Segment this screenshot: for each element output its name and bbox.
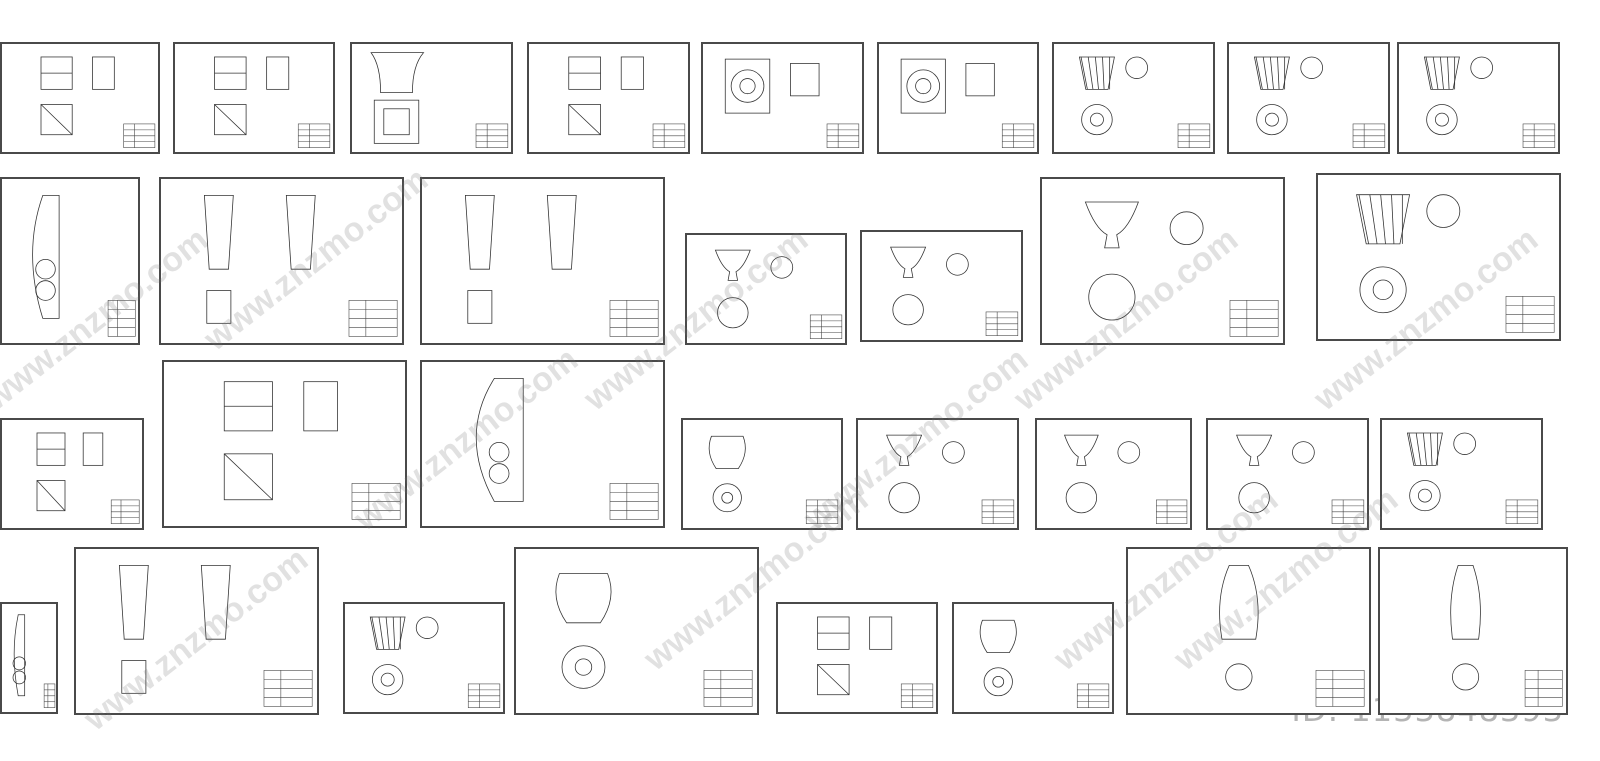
drawing-sheet [681,418,843,530]
sheet-rosette-drawing [900,58,1035,148]
drawing-sheet [1316,173,1561,341]
drawing-sheet [1380,418,1543,530]
drawing-sheet [0,418,144,530]
sheet-box-drawing [568,56,686,148]
sheet-urn-drawing [890,246,1019,336]
drawing-sheet [1397,42,1560,154]
drawing-sheet [420,360,665,528]
drawing-sheet [1126,547,1371,715]
drawing-sheet [856,418,1019,530]
sheet-basket-drawing [1356,194,1555,333]
sheet-taper-drawing [203,195,398,337]
sheet-profile-drawing [12,614,56,708]
drawing-sheet [343,602,505,714]
sheet-box-drawing [817,616,934,708]
drawing-sheet [74,547,319,715]
sheet-pot-drawing [979,619,1110,708]
drawing-sheet [860,230,1023,342]
sheet-flare-drawing [370,52,509,148]
sheet-box-drawing [214,56,331,148]
sheet-urn-drawing [1063,434,1188,524]
drawing-sheet [173,42,335,154]
sheet-basket-drawing [369,616,501,708]
sheet-urn-drawing [1084,201,1279,337]
drawing-sheet [1040,177,1285,345]
sheet-urn-drawing [714,249,843,339]
drawing-sheet [0,42,160,154]
drawing-sheet [0,177,140,345]
sheet-urn-drawing [1236,434,1365,524]
sheet-taper-drawing [464,195,659,337]
drawing-sheet [1052,42,1215,154]
drawing-sheet [420,177,665,345]
drawing-sheet [0,602,58,714]
sheet-taper-drawing [118,565,313,707]
sheet-pot-drawing [708,435,839,524]
drawing-sheet [162,360,407,528]
sheet-box-drawing [223,381,401,520]
sheet-box-drawing [36,432,140,524]
sheet-box-drawing [40,56,156,148]
sheet-basket-drawing [1406,432,1539,524]
drawing-sheet [1206,418,1369,530]
sheet-basket-drawing [1423,56,1556,148]
sheet-vase-drawing [1450,565,1563,707]
drawing-sheet [1035,418,1192,530]
drawing-sheet [685,233,847,345]
drawing-sheet [776,602,938,714]
drawing-sheet [877,42,1039,154]
drawing-sheet [527,42,690,154]
drawing-sheet [1227,42,1390,154]
sheet-profile-drawing [475,378,659,520]
drawing-sheet [1378,547,1568,715]
drawing-sheet [514,547,759,715]
sheet-rosette-drawing [724,58,860,148]
drawing-sheet [159,177,404,345]
sheet-basket-drawing [1253,56,1386,148]
drawing-sheet [701,42,864,154]
drawing-sheet [952,602,1114,714]
sheet-basket-drawing [1078,56,1211,148]
sheet-pot-drawing [555,573,753,707]
drawing-sheet [350,42,513,154]
sheet-profile-drawing [32,195,136,337]
sheet-vase-drawing [1219,565,1365,707]
sheet-urn-drawing [886,434,1015,524]
